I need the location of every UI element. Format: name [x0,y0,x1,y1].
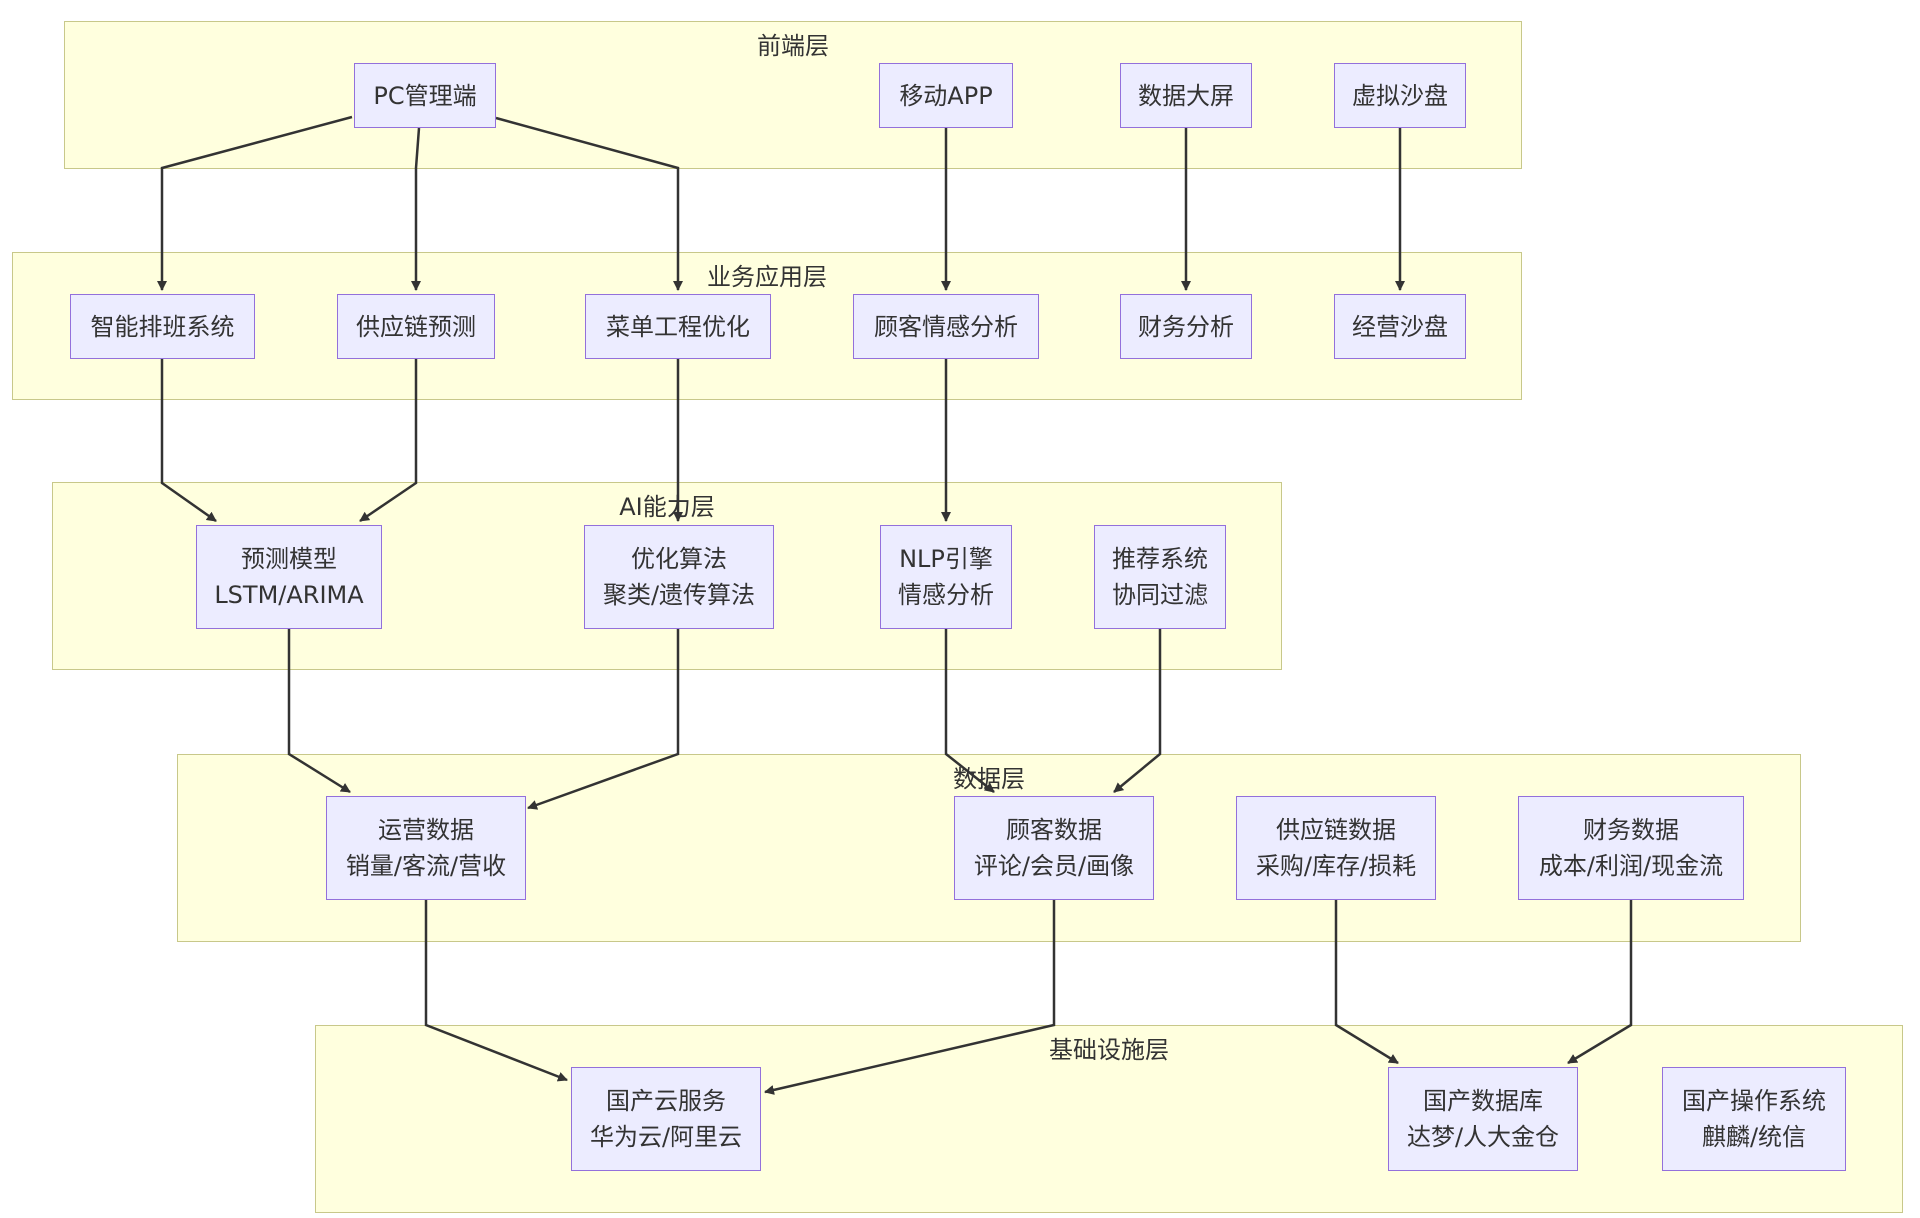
node-domestic-os-line2: 麒麟/统信 [1701,1123,1807,1151]
node-forecast-model: 预测模型 LSTM/ARIMA [196,525,382,629]
node-finance-analysis-label: 财务分析 [1138,312,1234,341]
node-domestic-database: 国产数据库 达梦/人大金仓 [1388,1067,1578,1171]
node-finance-data-line1: 财务数据 [1583,816,1679,844]
node-nlp-engine-line2: 情感分析 [898,581,994,609]
node-supply-chain-data: 供应链数据 采购/库存/损耗 [1236,796,1436,900]
node-virtual-sandtable-label: 虚拟沙盘 [1352,81,1448,110]
node-finance-analysis: 财务分析 [1120,294,1252,359]
node-pc-admin-label: PC管理端 [373,81,477,110]
node-supply-forecast-label: 供应链预测 [356,312,476,341]
node-business-sandtable-label: 经营沙盘 [1352,312,1448,341]
node-data-screen-label: 数据大屏 [1138,81,1234,110]
node-supply-forecast: 供应链预测 [337,294,495,359]
node-operations-data-line1: 运营数据 [378,816,474,844]
layer-title-infra: 基础设施层 [1049,1036,1169,1064]
node-smart-scheduling: 智能排班系统 [70,294,255,359]
node-optimization-algorithm-line1: 优化算法 [631,545,727,573]
node-customer-sentiment: 顾客情感分析 [853,294,1039,359]
node-domestic-cloud-line1: 国产云服务 [606,1087,726,1115]
layer-frontend: 前端层 [64,21,1522,169]
node-domestic-database-line2: 达梦/人大金仓 [1406,1123,1560,1151]
node-finance-data: 财务数据 成本/利润/现金流 [1518,796,1744,900]
node-recommendation-system-line2: 协同过滤 [1112,581,1208,609]
node-domestic-cloud: 国产云服务 华为云/阿里云 [571,1067,761,1171]
node-business-sandtable: 经营沙盘 [1334,294,1466,359]
node-pc-admin: PC管理端 [354,63,496,128]
node-virtual-sandtable: 虚拟沙盘 [1334,63,1466,128]
node-data-screen: 数据大屏 [1120,63,1252,128]
node-menu-optimization-label: 菜单工程优化 [606,312,750,341]
layer-title-frontend: 前端层 [757,32,829,60]
node-recommendation-system: 推荐系统 协同过滤 [1094,525,1226,629]
layer-title-data: 数据层 [953,765,1025,793]
node-smart-scheduling-label: 智能排班系统 [90,312,235,341]
node-domestic-cloud-line2: 华为云/阿里云 [589,1123,743,1151]
node-operations-data-line2: 销量/客流/营收 [345,852,507,880]
node-domestic-os: 国产操作系统 麒麟/统信 [1662,1067,1846,1171]
node-domestic-database-line1: 国产数据库 [1423,1087,1543,1115]
node-customer-data-line1: 顾客数据 [1006,816,1102,844]
node-nlp-engine-line1: NLP引擎 [899,545,993,573]
layer-title-business: 业务应用层 [707,263,827,291]
node-customer-data-line2: 评论/会员/画像 [973,852,1135,880]
node-domestic-os-line1: 国产操作系统 [1682,1087,1826,1115]
node-optimization-algorithm-line2: 聚类/遗传算法 [602,581,756,609]
node-forecast-model-line1: 预测模型 [241,545,337,573]
node-customer-sentiment-label: 顾客情感分析 [874,312,1018,341]
node-optimization-algorithm: 优化算法 聚类/遗传算法 [584,525,774,629]
layer-title-ai: AI能力层 [619,493,715,521]
node-operations-data: 运营数据 销量/客流/营收 [326,796,526,900]
node-menu-optimization: 菜单工程优化 [585,294,771,359]
node-recommendation-system-line1: 推荐系统 [1112,545,1208,573]
node-supply-chain-data-line1: 供应链数据 [1276,816,1396,844]
node-forecast-model-line2: LSTM/ARIMA [214,581,364,609]
node-customer-data: 顾客数据 评论/会员/画像 [954,796,1154,900]
node-supply-chain-data-line2: 采购/库存/损耗 [1255,852,1417,880]
node-mobile-app-label: 移动APP [899,81,993,110]
node-finance-data-line2: 成本/利润/现金流 [1538,852,1724,880]
node-nlp-engine: NLP引擎 情感分析 [880,525,1012,629]
node-mobile-app: 移动APP [879,63,1013,128]
